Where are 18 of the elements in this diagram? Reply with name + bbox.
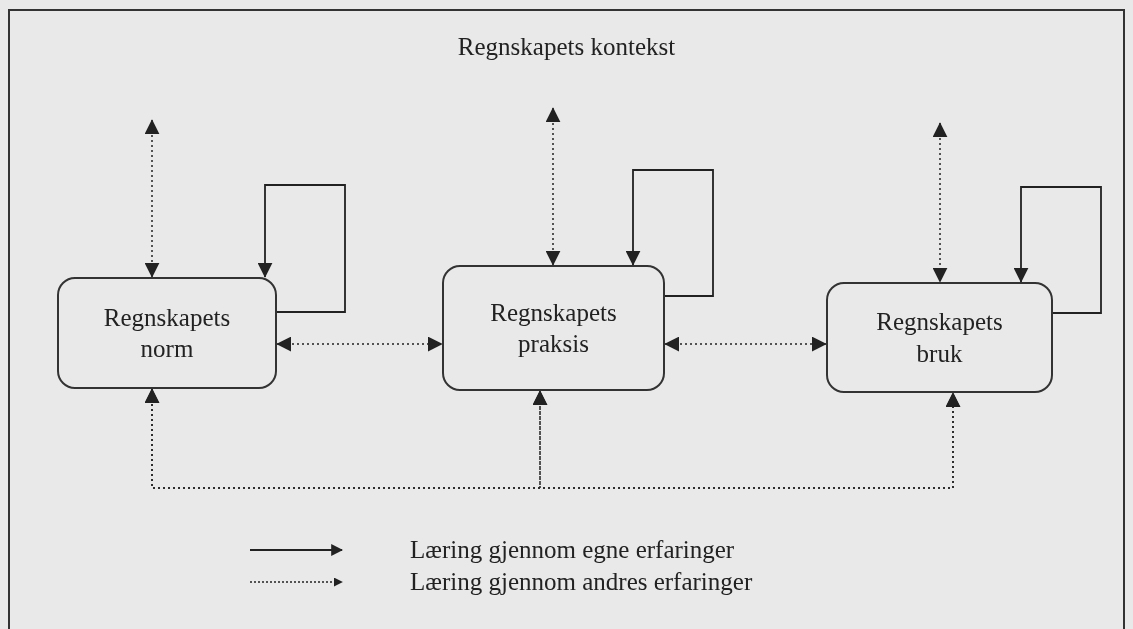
arrow bbox=[664, 336, 827, 352]
arrow bbox=[545, 107, 561, 266]
rounded-box bbox=[57, 277, 277, 389]
diagram-title: Regnskapets kontekst bbox=[457, 33, 676, 60]
arrow bbox=[144, 388, 961, 489]
legend-text: Læring gjennom egne erfaringer bbox=[410, 535, 735, 566]
arrow bbox=[144, 119, 160, 278]
loop-arrow bbox=[625, 169, 714, 297]
box-label: Regnskapets praksis bbox=[489, 297, 618, 359]
rounded-box bbox=[442, 265, 665, 391]
box-label: Regnskapets norm bbox=[102, 302, 232, 364]
box-label: Regnskapets bruk bbox=[875, 307, 1004, 369]
arrow bbox=[276, 336, 443, 352]
legend-text: Læring gjennom andres erfaringer bbox=[410, 567, 753, 598]
rounded-box bbox=[826, 282, 1053, 393]
loop-arrow bbox=[1013, 186, 1102, 314]
loop-arrow bbox=[257, 184, 346, 313]
arrow bbox=[932, 122, 948, 283]
